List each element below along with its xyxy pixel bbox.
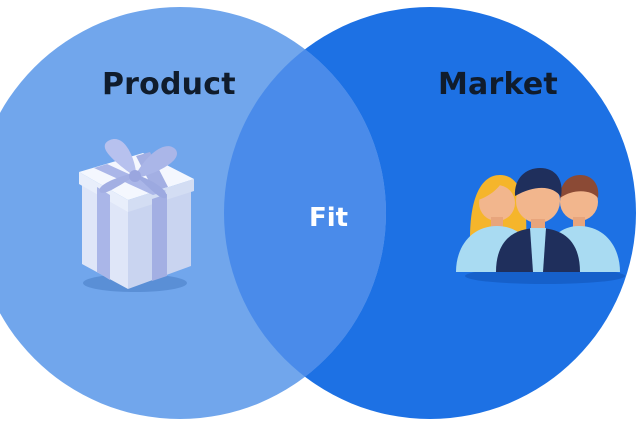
fit-overlap bbox=[224, 7, 386, 419]
fit-label: Fit bbox=[309, 203, 349, 233]
market-label: Market bbox=[438, 67, 558, 102]
product-label: Product bbox=[102, 67, 236, 102]
people-group-icon bbox=[456, 168, 625, 284]
gift-box-icon bbox=[79, 138, 194, 292]
